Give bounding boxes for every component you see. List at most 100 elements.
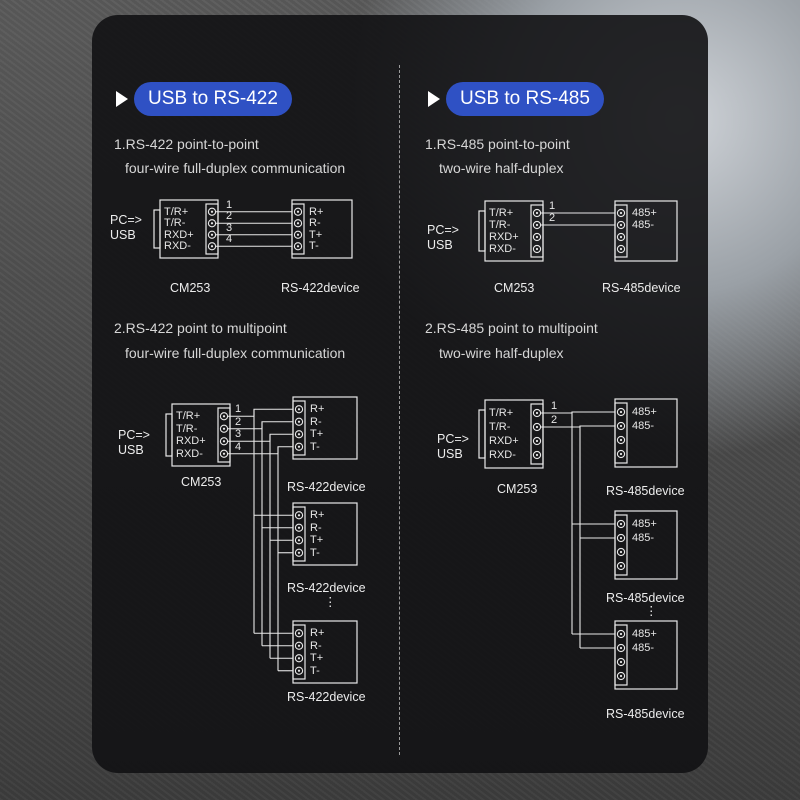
terminal-screw-center-icon xyxy=(297,433,301,436)
terminal-screw-center-icon xyxy=(297,551,301,554)
adapter-pin-label: RXD- xyxy=(176,447,203,460)
device-pin-label: R- xyxy=(310,521,322,534)
adapter-pin-label: T/R- xyxy=(176,422,198,435)
terminal-screw-icon xyxy=(294,417,304,426)
usb-plug xyxy=(153,209,161,249)
terminal-screw-center-icon xyxy=(619,223,623,227)
device-pin-label: 485+ xyxy=(632,406,657,418)
usb-plug xyxy=(478,210,486,252)
terminal-screw-center-icon xyxy=(297,420,301,423)
rs422-p2p-title: 1.RS-422 point-to-point xyxy=(114,136,259,152)
pc-label: PC=> xyxy=(427,223,459,237)
rs422-multi-title: 2.RS-422 point to multipoint xyxy=(114,320,287,336)
terminal-block xyxy=(530,403,544,465)
device-pin-label: T- xyxy=(310,440,320,453)
adapter-pin-label: RXD+ xyxy=(489,231,519,243)
adapter-label: CM253 xyxy=(494,281,535,295)
terminal-screw-center-icon xyxy=(619,646,623,650)
usb-label: USB xyxy=(110,228,136,242)
device-terminal-block xyxy=(614,624,628,686)
device-pin-label: T- xyxy=(310,546,320,559)
terminal-screw-icon xyxy=(616,208,626,218)
terminal-screw-center-icon xyxy=(619,550,623,554)
wire-number: 1 xyxy=(551,400,558,412)
terminal-screw-center-icon xyxy=(535,411,539,415)
more-devices-ellipsis: ⋮ xyxy=(324,595,337,609)
device-pin-label: T+ xyxy=(310,534,324,547)
adapter-pin-label: T/R- xyxy=(489,219,511,231)
device-pin-label: T+ xyxy=(310,428,324,441)
terminal-screw-icon xyxy=(294,405,304,414)
wire-number: 2 xyxy=(549,212,556,224)
terminal-screw-center-icon xyxy=(619,632,623,636)
device-label: RS-485device xyxy=(606,484,685,498)
terminal-screw-icon xyxy=(207,219,217,228)
terminal-screw-center-icon xyxy=(619,247,623,251)
terminal-screw-center-icon xyxy=(535,223,539,227)
wire-number: 2 xyxy=(551,414,558,426)
terminal-screw-icon xyxy=(293,230,303,239)
terminal-screw-icon xyxy=(616,561,626,571)
terminal-screw-center-icon xyxy=(222,452,226,455)
device-pin-label: T- xyxy=(309,240,319,253)
terminal-screw-center-icon xyxy=(619,424,623,428)
terminal-screw-center-icon xyxy=(619,564,623,568)
usb-label: USB xyxy=(437,447,463,461)
terminal-screw-center-icon xyxy=(297,408,301,411)
device-pin-label: 485- xyxy=(632,420,655,432)
terminal-screw-center-icon xyxy=(210,233,214,236)
terminal-screw-icon xyxy=(207,242,217,251)
terminal-screw-icon xyxy=(207,207,217,216)
terminal-block xyxy=(205,203,219,255)
terminal-screw-center-icon xyxy=(297,539,301,542)
rs-device xyxy=(292,396,358,460)
play-arrow-icon xyxy=(428,91,440,107)
pc-label: PC=> xyxy=(110,213,142,227)
terminal-screw-icon xyxy=(616,657,626,667)
terminal-screw-icon xyxy=(532,436,542,446)
terminal-screw-icon xyxy=(616,244,626,254)
terminal-screw-center-icon xyxy=(535,439,539,443)
device-pin-label: 485- xyxy=(632,532,655,544)
terminal-screw-icon xyxy=(294,548,304,557)
terminal-screw-icon xyxy=(294,654,304,663)
terminal-screw-icon xyxy=(532,232,542,242)
terminal-block xyxy=(530,204,544,258)
adapter-pin-label: RXD+ xyxy=(176,435,206,448)
adapter-pin-label: RXD+ xyxy=(164,228,194,241)
wire-number: 3 xyxy=(235,428,242,441)
terminal-screw-center-icon xyxy=(296,245,300,248)
usb-label: USB xyxy=(118,443,144,457)
wire-1 xyxy=(541,411,615,414)
terminal-screw-center-icon xyxy=(535,235,539,239)
terminal-screw-center-icon xyxy=(535,453,539,457)
device-label: RS-422device xyxy=(287,690,366,704)
rs485-header: USB to RS-485 xyxy=(446,82,604,116)
device-terminal-block xyxy=(614,402,628,464)
terminal-screw-icon xyxy=(219,449,229,458)
terminal-screw-center-icon xyxy=(535,247,539,251)
terminal-screw-center-icon xyxy=(296,210,300,213)
device-pin-label: T- xyxy=(310,664,320,677)
terminal-screw-icon xyxy=(616,629,626,639)
rs-device xyxy=(292,620,358,684)
device-pin-label: R- xyxy=(310,639,322,652)
device-pin-label: R+ xyxy=(310,627,325,640)
terminal-screw-center-icon xyxy=(619,674,623,678)
terminal-screw-center-icon xyxy=(619,536,623,540)
terminal-screw-icon xyxy=(293,207,303,216)
terminal-screw-icon xyxy=(294,666,304,675)
device-pin-label: 485- xyxy=(632,219,655,231)
terminal-screw-center-icon xyxy=(619,522,623,526)
device-terminal-block xyxy=(291,203,305,255)
terminal-screw-icon xyxy=(532,422,542,432)
device-label: RS-485device xyxy=(606,591,685,605)
device-pin-label: T+ xyxy=(310,652,324,665)
adapter-pin-label: RXD- xyxy=(489,449,516,461)
rs485-multi-subtitle: two-wire half-duplex xyxy=(439,345,564,361)
device-terminal-block xyxy=(292,506,306,562)
terminal-screw-icon xyxy=(294,629,304,638)
terminal-screw-icon xyxy=(219,424,229,433)
terminal-block xyxy=(217,407,231,463)
